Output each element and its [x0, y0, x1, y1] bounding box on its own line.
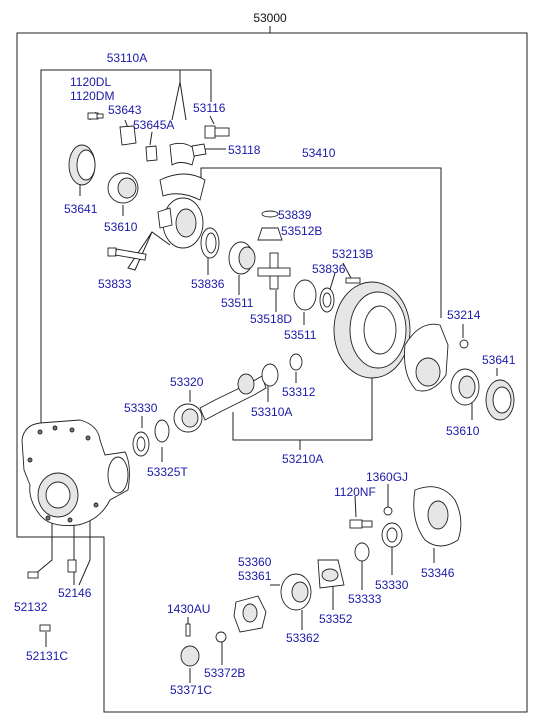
side-gear-53511-left [228, 241, 256, 275]
label-53836-a: 53836 [191, 277, 225, 291]
adjuster-53641-left [68, 144, 96, 186]
bearing-53320 [173, 403, 203, 433]
label-1360GJ: 1360GJ [366, 470, 408, 484]
label-53518D: 53518D [250, 312, 292, 326]
label-53110A: 53110A [107, 51, 147, 65]
label-53361: 53361 [238, 569, 272, 583]
label-53330-a: 53330 [124, 401, 158, 415]
label-53641-left: 53641 [64, 202, 98, 216]
spacer-53352 [317, 559, 345, 589]
label-53346: 53346 [421, 566, 455, 580]
bolt-53116 [204, 125, 230, 139]
label-53511-b: 53511 [284, 328, 317, 342]
drive-pinion [199, 373, 267, 421]
adjuster-53641-right [485, 379, 515, 421]
label-53410: 53410 [302, 146, 336, 160]
label-52132: 52132 [14, 600, 48, 614]
label-1430AU: 1430AU [167, 602, 210, 616]
label-52131C: 52131C [26, 649, 68, 663]
carrier-housing [21, 419, 130, 526]
label-53833: 53833 [98, 277, 132, 291]
label-53371C: 53371C [170, 683, 212, 697]
label-53839: 53839 [278, 208, 312, 222]
label-53372B: 53372B [204, 666, 245, 680]
label-53511-a: 53511 [221, 296, 254, 310]
bolt-53833 [107, 247, 147, 261]
label-53116: 53116 [193, 101, 226, 115]
label-53118: 53118 [228, 143, 261, 157]
diff-case-left [157, 197, 204, 249]
bearing-53610-left [107, 172, 139, 204]
label-53836-b: 53836 [312, 262, 346, 276]
label-1120NF: 1120NF [334, 485, 376, 499]
flange-53362 [280, 573, 312, 611]
label-53320: 53320 [170, 375, 204, 389]
label-53330-b: 53330 [375, 578, 409, 592]
label-assembly-53000: 53000 [253, 11, 287, 25]
label-53643: 53643 [108, 103, 142, 117]
label-53312: 53312 [282, 385, 316, 399]
label-1120DL: 1120DL [70, 75, 111, 89]
label-53512B: 53512B [281, 224, 322, 238]
diff-case-right [404, 323, 449, 392]
label-53325T: 53325T [147, 465, 188, 479]
part-labels: 53000 53110A 1120DL 1120DM 53643 53645A … [14, 11, 516, 697]
label-52146: 52146 [58, 586, 92, 600]
label-53641-right: 53641 [482, 353, 516, 367]
parts-drawings [21, 112, 515, 667]
cross-shaft-53518d [257, 252, 291, 290]
label-53333: 53333 [348, 592, 382, 606]
label-53610-left: 53610 [104, 220, 138, 234]
label-53610-right: 53610 [446, 424, 480, 438]
label-1120DM: 1120DM [70, 89, 114, 103]
flange-53360 [233, 595, 267, 633]
label-53210A: 53210A [282, 452, 323, 466]
label-53352: 53352 [319, 612, 353, 626]
cover-53346 [413, 486, 462, 547]
bearing-53610-right [450, 368, 480, 406]
bolt-1120dl [87, 112, 104, 120]
label-53362: 53362 [286, 631, 320, 645]
label-53213B: 53213B [332, 247, 373, 261]
label-53214: 53214 [447, 308, 481, 322]
label-53310A: 53310A [251, 405, 292, 419]
label-53645A: 53645A [133, 118, 174, 132]
ring-gear [333, 281, 411, 379]
label-53360: 53360 [238, 555, 272, 569]
